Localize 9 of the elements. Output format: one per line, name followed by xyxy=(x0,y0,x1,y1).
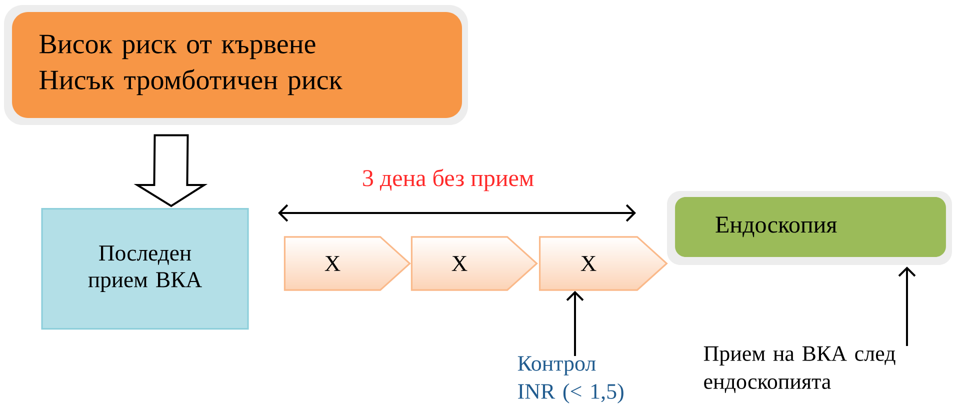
note-text: Прием на ВКА след ендоскопията xyxy=(704,346,896,394)
span-label: 3 дена без прием xyxy=(363,168,534,192)
procedure-box: Ендоскопия xyxy=(667,191,952,265)
arrow xyxy=(898,266,916,346)
process-box: Последен прием ВКА xyxy=(41,208,249,330)
risk-box: Висок риск от кървене Нисък тромботичен риск xyxy=(4,5,468,125)
note-text: Контрол INR (< 1,5) xyxy=(518,356,624,404)
block-arrow xyxy=(134,134,208,208)
arrow xyxy=(566,290,584,356)
